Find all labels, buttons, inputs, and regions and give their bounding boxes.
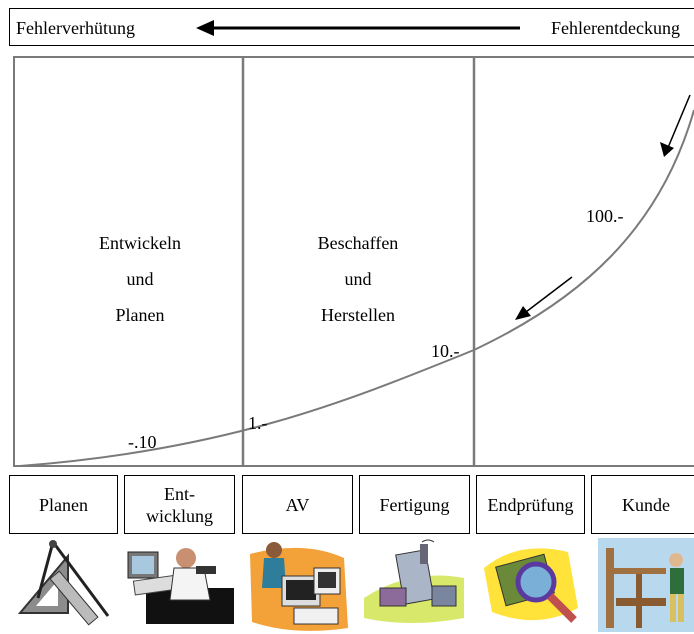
step-work-prep: AV (242, 475, 353, 534)
workshop-craftsman-icon (598, 538, 694, 632)
cost-curve (19, 109, 694, 467)
magnifying-glass-icon (484, 548, 578, 623)
cost-curve-diagram (13, 58, 694, 467)
drafting-tools-icon (17, 540, 110, 626)
step-customer: Kunde (591, 475, 694, 534)
step-manufacturing: Fertigung (359, 475, 470, 534)
step-development: Ent- wicklung (124, 475, 235, 534)
header-bar: Fehlerverhütung Fehlerentdeckung (9, 8, 694, 46)
cost-label: 10.- (431, 341, 460, 361)
prevention-label: Fehlerverhütung (16, 18, 135, 38)
arrow-icon (660, 94, 691, 157)
factory-icon (364, 539, 464, 623)
detection-label: Fehlerentdeckung (551, 18, 680, 38)
cost-label: 100.- (586, 206, 624, 226)
stressed-worker-icon (127, 548, 234, 624)
phase-development: Entwickeln und Planen (99, 233, 181, 325)
cost-label: -.10 (128, 432, 157, 452)
direction-arrow-icon (196, 20, 520, 36)
cost-label: 1.- (248, 413, 268, 433)
cost-chart-area (13, 56, 694, 466)
step-final-inspection: Endprüfung (476, 475, 585, 534)
phase-production: Beschaffen und Herstellen (317, 233, 399, 325)
step-planning: Planen (9, 475, 118, 534)
arrow-icon (515, 276, 573, 320)
computer-desk-icon (250, 542, 348, 631)
